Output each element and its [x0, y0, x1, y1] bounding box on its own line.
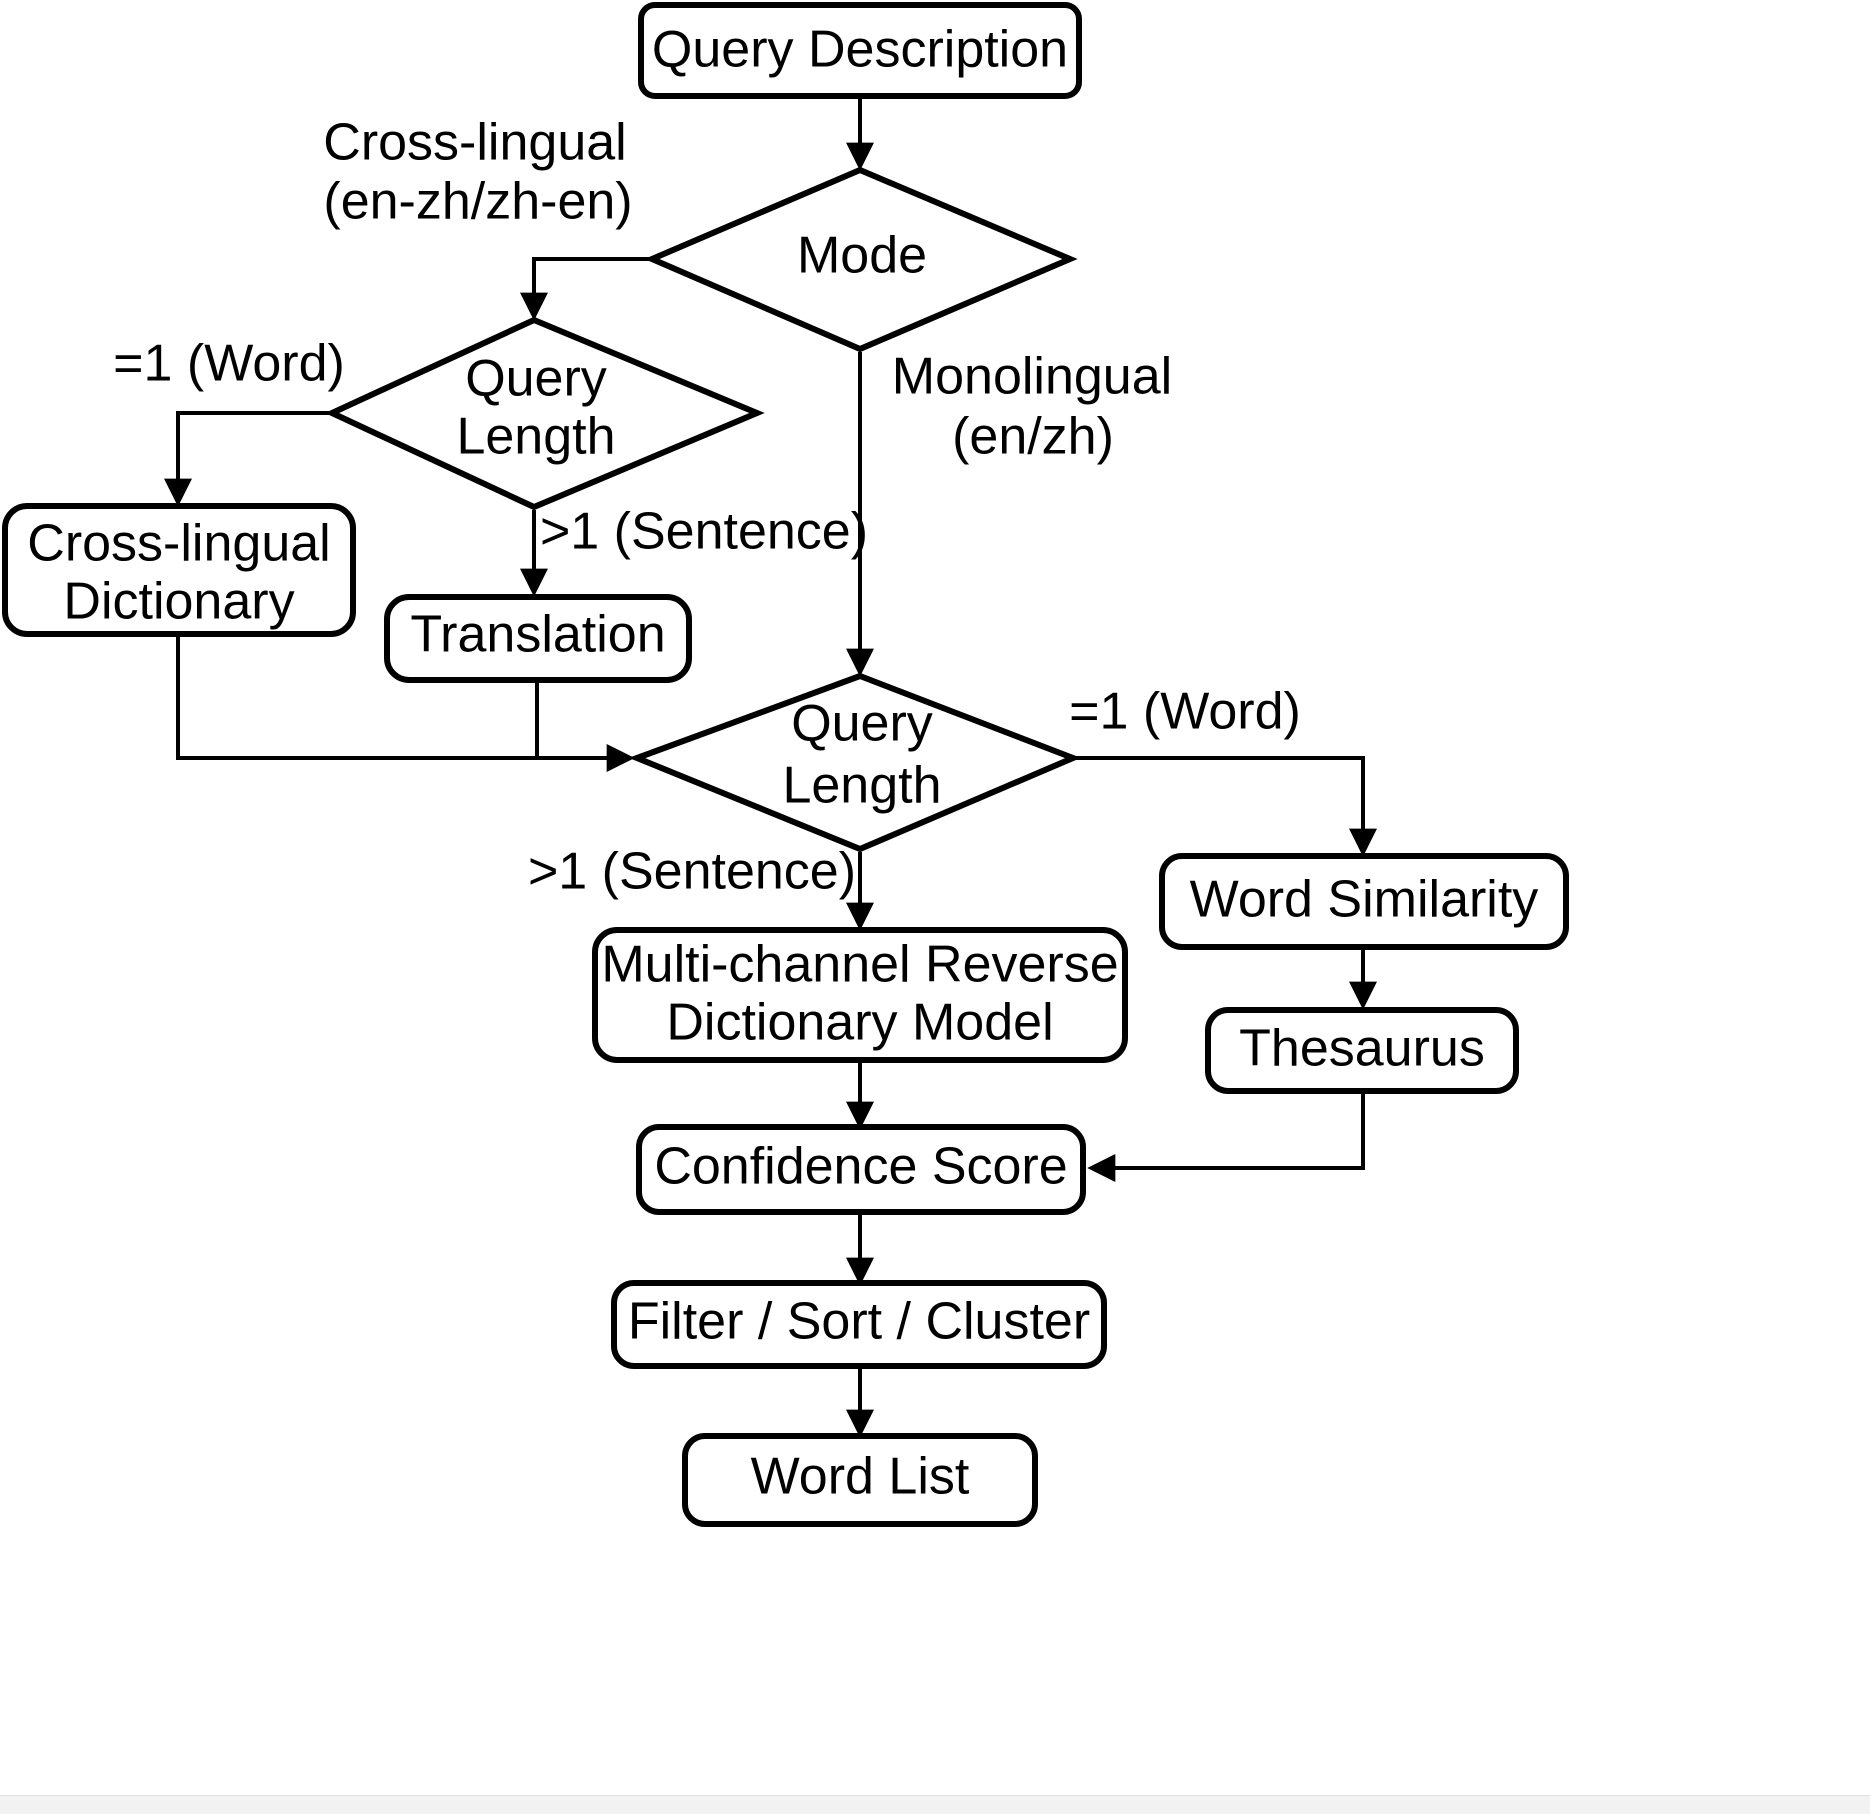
multi-channel-model-label-line1: Multi-channel Reverse: [601, 936, 1118, 994]
edge-cross-lingual-dictionary-to-query-length-right: [176, 634, 635, 772]
edge-label-word-left: =1 (Word): [113, 335, 345, 393]
node-mode[interactable]: Mode: [644, 166, 1078, 353]
node-query-description[interactable]: Query Description: [638, 2, 1082, 99]
filter-sort-cluster-label: Filter / Sort / Cluster: [628, 1293, 1090, 1351]
thesaurus-label: Thesaurus: [1239, 1020, 1485, 1078]
node-cross-lingual-dictionary[interactable]: Cross-lingual Dictionary: [2, 503, 356, 637]
multi-channel-model-label-line2: Dictionary Model: [666, 994, 1053, 1052]
word-list-shape: [682, 1433, 1038, 1527]
mode-shape: [644, 166, 1078, 353]
edge-label-monolingual-line2: (en/zh): [952, 408, 1114, 466]
cross-lingual-dictionary-label-line2: Dictionary: [63, 573, 294, 631]
word-list-label: Word List: [751, 1448, 970, 1506]
node-thesaurus[interactable]: Thesaurus: [1205, 1007, 1519, 1094]
word-similarity-shape: [1159, 853, 1569, 950]
node-filter-sort-cluster[interactable]: Filter / Sort / Cluster: [611, 1280, 1107, 1369]
node-confidence-score[interactable]: Confidence Score: [636, 1124, 1086, 1215]
node-translation[interactable]: Translation: [384, 594, 692, 683]
query-description-shape: [638, 2, 1082, 99]
edge-label-monolingual: Monolingual (en/zh): [892, 348, 1172, 466]
node-query-length-left[interactable]: Query Length: [324, 316, 765, 511]
cross-lingual-dictionary-label-line1: Cross-lingual: [27, 515, 330, 573]
confidence-score-shape: [636, 1124, 1086, 1215]
edge-label-monolingual-line1: Monolingual: [892, 348, 1172, 406]
node-query-length-right[interactable]: Query Length: [628, 672, 1081, 853]
query-length-left-label-line1: Query: [465, 350, 607, 408]
bottom-strip: [0, 1795, 1870, 1814]
query-length-right-shape: [628, 672, 1081, 853]
node-word-list[interactable]: Word List: [682, 1433, 1038, 1527]
edge-label-cross-lingual-line2: (en-zh/zh-en): [323, 173, 632, 231]
edge-query-length-right-to-word-similarity: [1070, 756, 1377, 857]
node-multi-channel-model[interactable]: Multi-channel Reverse Dictionary Model: [592, 927, 1128, 1063]
thesaurus-shape: [1205, 1007, 1519, 1094]
edge-thesaurus-to-confidence-score: [1087, 1091, 1365, 1182]
query-length-right-label-line2: Length: [782, 757, 941, 815]
filter-sort-cluster-shape: [611, 1280, 1107, 1369]
translation-label: Translation: [410, 606, 665, 664]
edge-mode-to-query-length-left: [520, 257, 655, 321]
query-length-right-label-line1: Query: [791, 695, 933, 753]
edge-label-cross-lingual-line1: Cross-lingual: [323, 114, 626, 172]
edge-label-sentence-left: >1 (Sentence): [540, 503, 868, 561]
cross-lingual-dictionary-shape: [2, 503, 356, 637]
edge-label-cross-lingual: Cross-lingual (en-zh/zh-en): [323, 114, 632, 231]
edge-query-length-left-to-cross-lingual-dictionary: [164, 411, 334, 507]
translation-shape: [384, 594, 692, 683]
query-length-left-label-line2: Length: [456, 408, 615, 466]
word-similarity-label: Word Similarity: [1190, 871, 1539, 929]
confidence-score-label: Confidence Score: [654, 1138, 1067, 1196]
mode-label: Mode: [797, 227, 927, 285]
edge-label-sentence-right: >1 (Sentence): [528, 843, 856, 901]
query-length-left-shape: [324, 316, 765, 511]
node-word-similarity[interactable]: Word Similarity: [1159, 853, 1569, 950]
edge-label-word-right: =1 (Word): [1069, 683, 1301, 741]
multi-channel-model-shape: [592, 927, 1128, 1063]
query-description-label: Query Description: [652, 21, 1068, 79]
